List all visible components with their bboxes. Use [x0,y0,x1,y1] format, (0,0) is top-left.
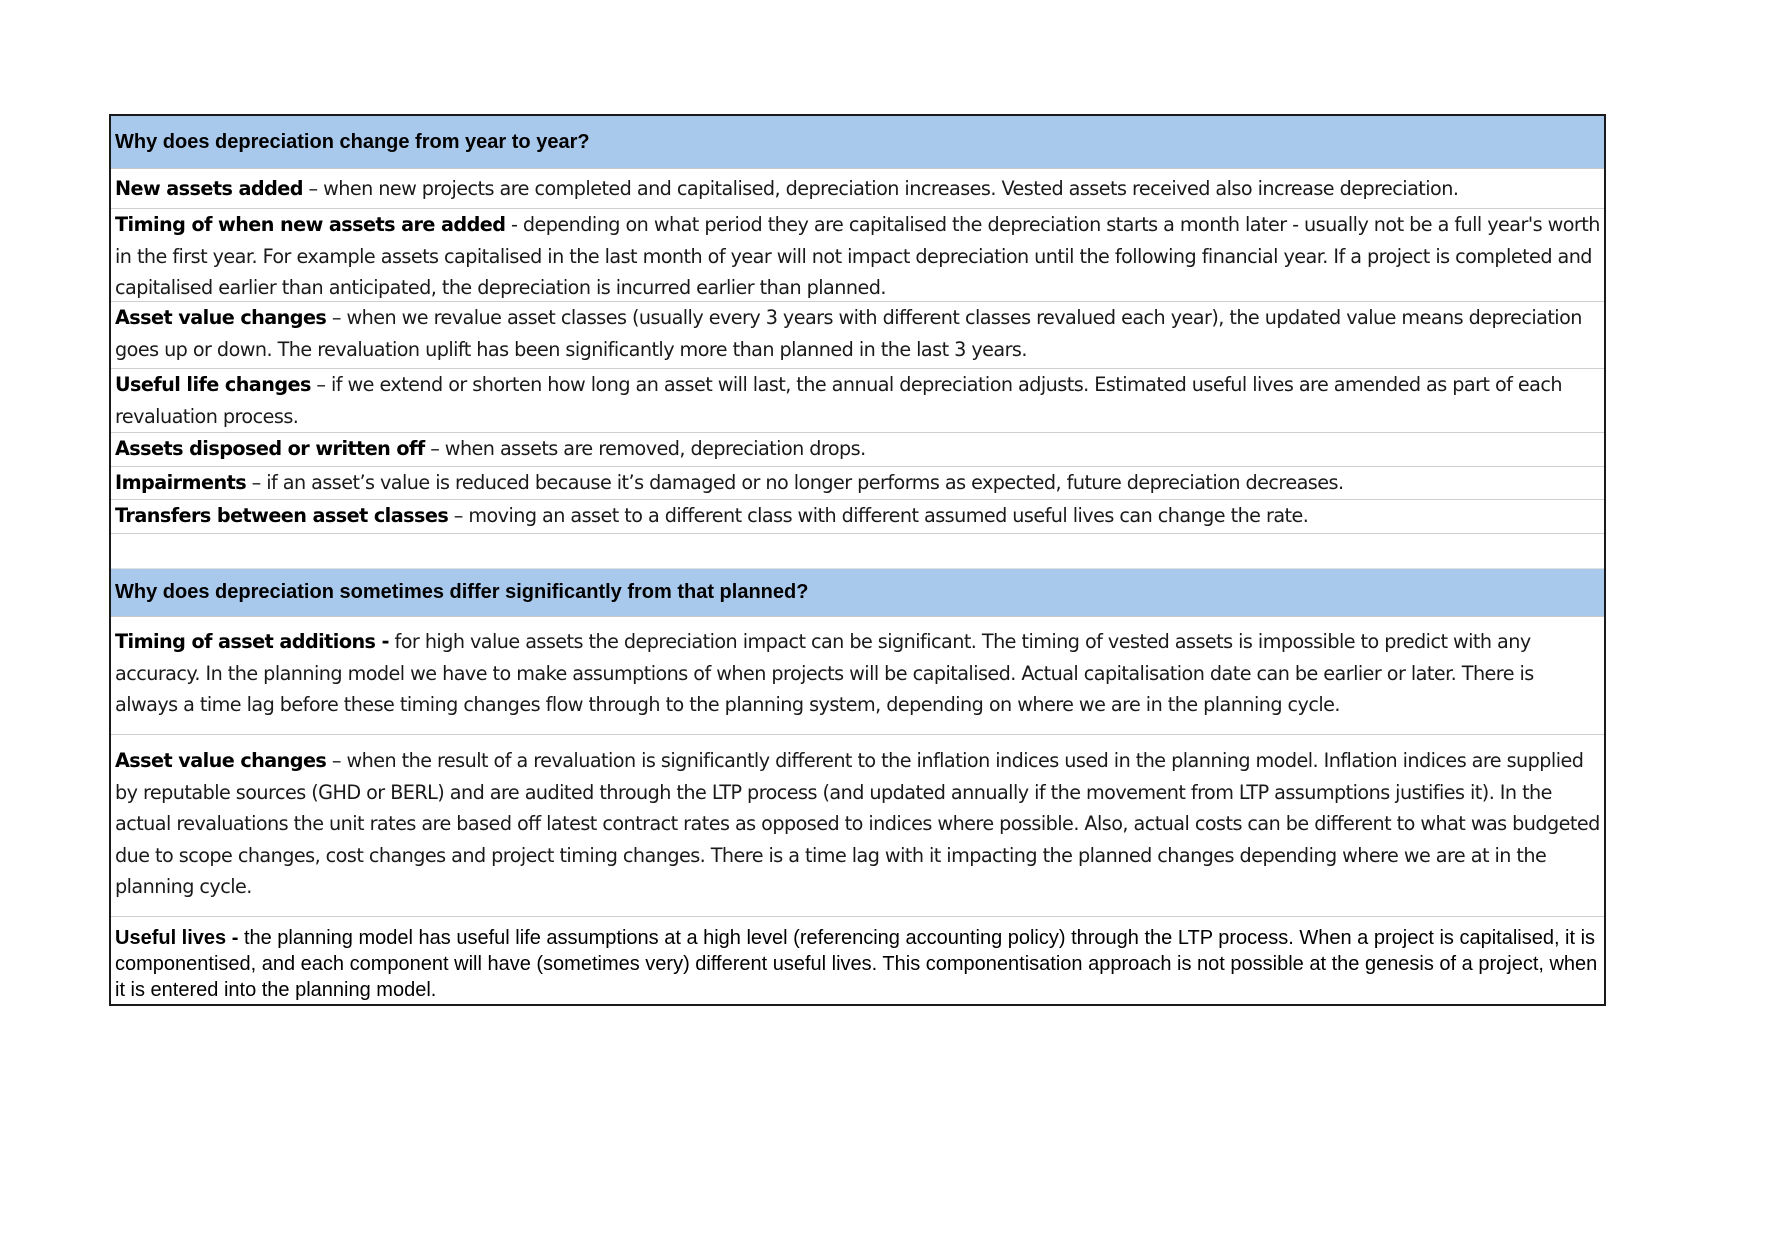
list-item: Impairments – if an asset’s value is red… [111,467,1604,500]
section-heading-differ-from-plan: Why does depreciation sometimes differ s… [111,569,1604,617]
section-heading-year-to-year: Why does depreciation change from year t… [111,116,1604,169]
section-heading-text: Why does depreciation change from year t… [115,130,590,153]
blank-row [111,534,1604,569]
item-text: – when we revalue asset classes (usually… [115,306,1582,361]
item-text: the planning model has useful life assum… [115,927,1598,1001]
item-term: Asset value changes [115,306,327,329]
item-term: Transfers between asset classes [115,504,449,527]
item-text: for high value assets the depreciation i… [115,630,1534,716]
item-text: – moving an asset to a different class w… [448,504,1309,527]
list-item: Assets disposed or written off – when as… [111,433,1604,467]
item-term: Useful lives - [115,927,239,949]
section-heading-text: Why does depreciation sometimes differ s… [115,581,809,603]
list-item: Timing of asset additions - for high val… [111,617,1604,735]
list-item: Transfers between asset classes – moving… [111,500,1604,534]
item-text: – if we extend or shorten how long an as… [115,373,1563,428]
item-term: Timing of asset additions - [115,630,390,653]
list-item: New assets added – when new projects are… [111,169,1604,209]
list-item: Asset value changes – when the result of… [111,735,1604,917]
item-text: - depending on what period they are capi… [115,213,1600,299]
item-term: Impairments [115,471,247,494]
item-term: Asset value changes [115,749,327,772]
list-item: Asset value changes – when we revalue as… [111,302,1604,369]
item-text: – when assets are removed, depreciation … [424,437,866,460]
list-item: Timing of when new assets are added - de… [111,209,1604,302]
item-term: Timing of when new assets are added [115,213,506,236]
item-term: Useful life changes [115,373,311,396]
item-text: – if an asset’s value is reduced because… [246,471,1344,494]
item-term: New assets added [115,177,303,200]
list-item: Useful lives - the planning model has us… [111,917,1604,1004]
depreciation-explainer-table: Why does depreciation change from year t… [109,114,1606,1006]
list-item: Useful life changes – if we extend or sh… [111,369,1604,433]
item-term: Assets disposed or written off [115,437,425,460]
item-text: – when new projects are completed and ca… [302,177,1459,200]
item-text: – when the result of a revaluation is si… [115,749,1600,898]
